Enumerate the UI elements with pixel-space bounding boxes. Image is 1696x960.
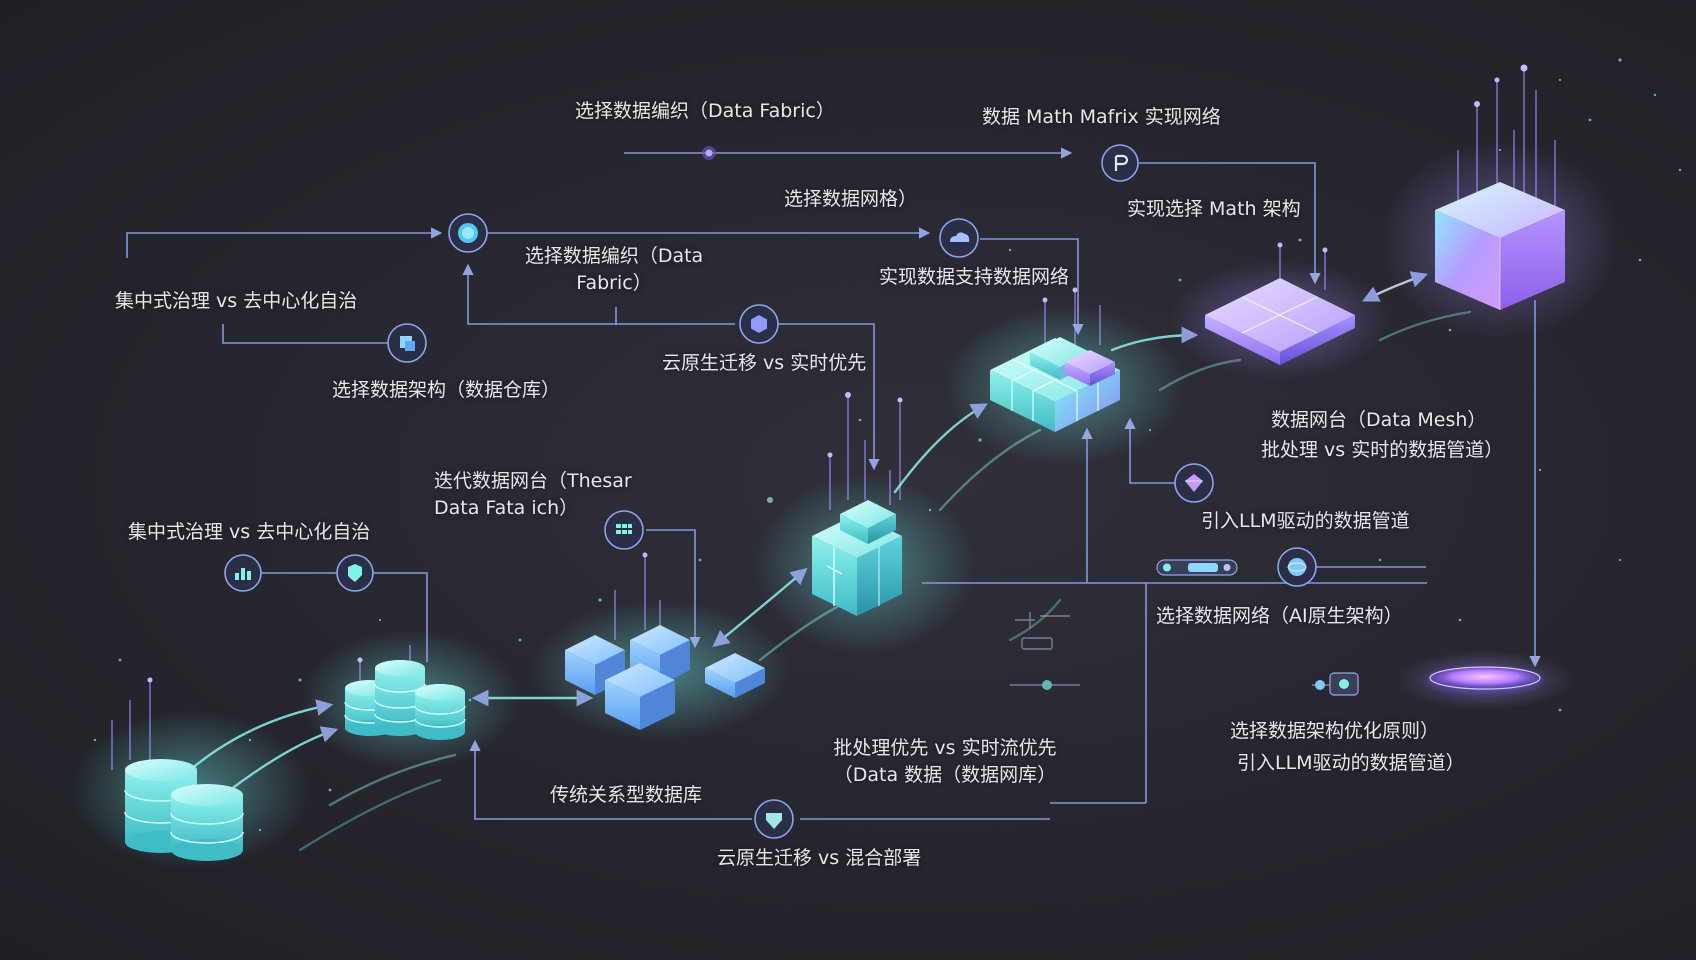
database-icon[interactable] <box>387 323 427 363</box>
label-fabric-mid-line1: 选择数据编织（Data <box>524 245 704 267</box>
big-glass-cube <box>1435 182 1565 310</box>
label-mesh-platform: 数据网台（Data Mesh） <box>1271 409 1487 431</box>
label-llm-pipeline-1: 引入LLM驱动的数据管道 <box>1201 510 1410 532</box>
cloud-icon[interactable] <box>939 218 979 258</box>
label-batch-realtime-pipeline: 批处理 vs 实时的数据管道） <box>1261 439 1504 461</box>
shield-icon[interactable] <box>336 554 374 592</box>
label-warehouse: 选择数据架构（数据仓库） <box>332 379 561 401</box>
fabric-node-icon[interactable] <box>702 146 716 160</box>
heart-shield-icon[interactable] <box>754 799 794 839</box>
label-batch-stream: 批处理优先 vs 实时流优先 （Data 数据（数据网库） <box>820 735 1070 789</box>
label-iterate-platform-line1: 迭代数据网台（Thesar <box>434 470 632 492</box>
connector-node-icon[interactable] <box>448 213 488 253</box>
label-select-optimize: 选择数据架构优化原则） <box>1230 720 1440 742</box>
label-centralized-top: 集中式治理 vs 去中心化自治 <box>115 290 358 312</box>
label-fabric-mid-line2: Fabric） <box>576 272 652 294</box>
globe-icon[interactable] <box>1277 547 1317 587</box>
label-fabric-top: 选择数据编织（Data Fabric） <box>575 100 835 122</box>
label-top-right: 数据 Math Mafrix 实现网络 <box>982 106 1221 128</box>
connector-lines <box>126 147 1541 820</box>
label-centralized-bottom: 集中式治理 vs 去中心化自治 <box>128 521 371 543</box>
violet-platform <box>1205 278 1355 365</box>
label-iterate-platform-line2: Data Fata ich） <box>434 497 579 519</box>
label-real-data-support: 实现数据支持数据网络 <box>879 266 1070 288</box>
label-batch-stream-line2: （Data 数据（数据网库） <box>833 764 1057 786</box>
gem-icon[interactable] <box>1174 463 1214 503</box>
pipeline-pill <box>1156 559 1238 576</box>
database-stack-large <box>124 759 244 861</box>
label-ai-native: 选择数据网络（AI原生架构） <box>1156 605 1403 627</box>
router-icon[interactable] <box>1101 144 1139 182</box>
hexagon-icon[interactable] <box>739 304 779 344</box>
cube-cluster-cyan <box>812 500 902 616</box>
label-batch-stream-line1: 批处理优先 vs 实时流优先 <box>833 737 1057 759</box>
label-hybrid-platform: 实现选择 Math 架构 <box>1127 198 1301 220</box>
grid-icon[interactable] <box>604 510 644 550</box>
antenna-tips <box>147 64 1528 683</box>
database-stack-medium <box>344 660 466 740</box>
label-iterate-platform: 迭代数据网台（Thesar Data Fata ich） <box>434 468 632 522</box>
label-traditional-db: 传统关系型数据库 <box>550 784 703 806</box>
cube-grid-mixed <box>990 337 1120 432</box>
label-cloud-native-hybrid: 云原生迁移 vs 混合部署 <box>717 847 922 869</box>
chart-icon[interactable] <box>224 554 262 592</box>
sensor-icon <box>1315 672 1359 696</box>
cube-cluster-blue <box>565 625 765 730</box>
label-select-mesh-top: 选择数据网格） <box>784 188 918 210</box>
label-llm-pipeline-2: 引入LLM驱动的数据管道） <box>1237 752 1465 774</box>
violet-disc <box>1427 666 1543 693</box>
label-cloud-native-mid: 云原生迁移 vs 实时优先 <box>662 352 867 374</box>
label-fabric-mid: 选择数据编织（Data Fabric） <box>515 243 713 297</box>
